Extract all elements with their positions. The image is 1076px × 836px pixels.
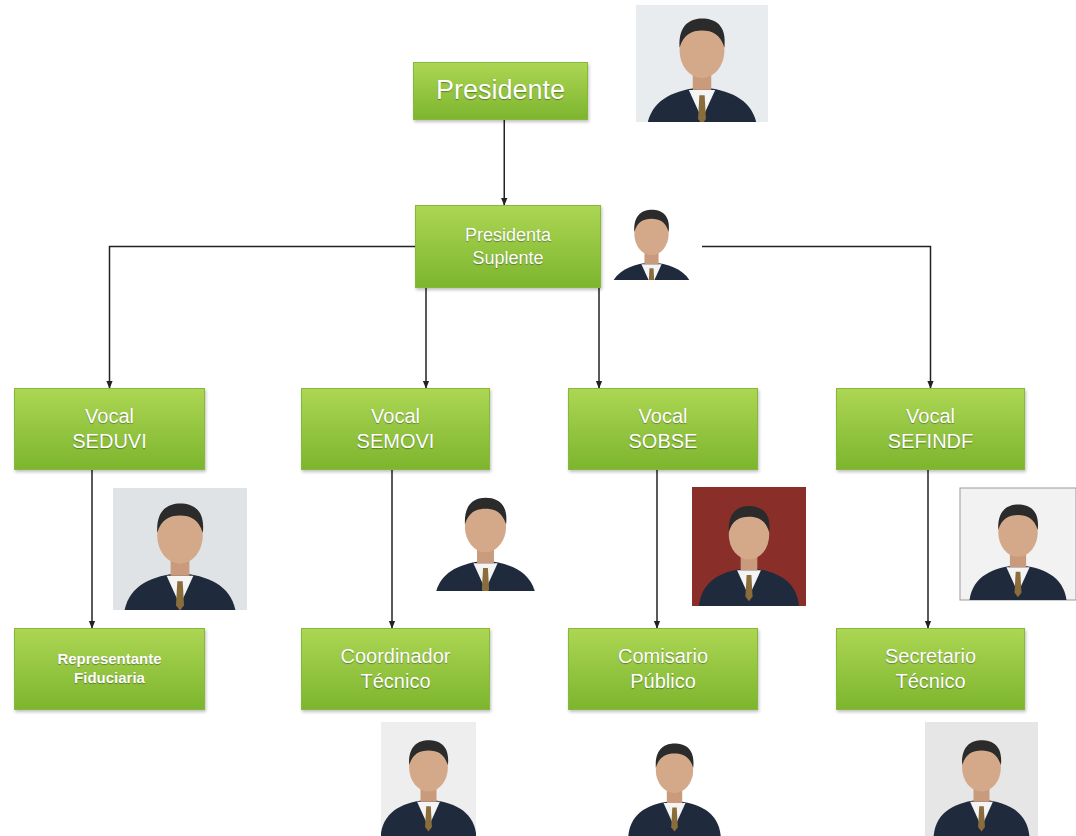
org-box: Vocal SOBSE xyxy=(568,388,758,470)
portrait-photo xyxy=(425,487,546,600)
box-label: Vocal SEMOVI xyxy=(346,404,446,454)
org-connector xyxy=(425,288,427,388)
box-label: Vocal SOBSE xyxy=(613,404,713,454)
portrait-photo xyxy=(636,5,768,130)
portrait-photo xyxy=(601,208,702,295)
portrait-photo xyxy=(381,722,477,836)
org-connector xyxy=(110,247,416,389)
org-box: Coordinador Técnico xyxy=(301,628,490,710)
org-box: Presidente xyxy=(413,62,588,120)
org-box: Representante Fiduciaria xyxy=(14,628,205,710)
portrait-photo xyxy=(692,487,806,606)
org-connector xyxy=(927,470,929,628)
box-label: Secretario Técnico xyxy=(866,644,996,694)
box-label: Comisario Público xyxy=(598,644,728,694)
box-label: Presidente xyxy=(436,74,565,108)
org-box: Comisario Público xyxy=(568,628,758,710)
box-label: Presidenta Suplente xyxy=(448,224,568,269)
org-connector xyxy=(91,470,93,628)
portrait-photo xyxy=(624,726,725,836)
portrait-photo xyxy=(960,488,1076,602)
org-box: Vocal SEMOVI xyxy=(301,388,490,470)
box-label: Representante Fiduciaria xyxy=(35,650,185,688)
box-label: Vocal SEFINDF xyxy=(881,404,981,454)
org-connector xyxy=(656,470,658,628)
org-connector xyxy=(504,120,506,205)
org-connector xyxy=(391,470,393,628)
org-box: Vocal SEFINDF xyxy=(836,388,1025,470)
org-box: Vocal SEDUVI xyxy=(14,388,205,470)
box-label: Coordinador Técnico xyxy=(331,644,461,694)
org-connector xyxy=(598,288,600,388)
box-label: Vocal SEDUVI xyxy=(60,404,160,454)
org-box: Secretario Técnico xyxy=(836,628,1025,710)
org-box: Presidenta Suplente xyxy=(415,205,601,288)
portrait-photo xyxy=(925,722,1038,836)
portrait-photo xyxy=(113,488,247,616)
